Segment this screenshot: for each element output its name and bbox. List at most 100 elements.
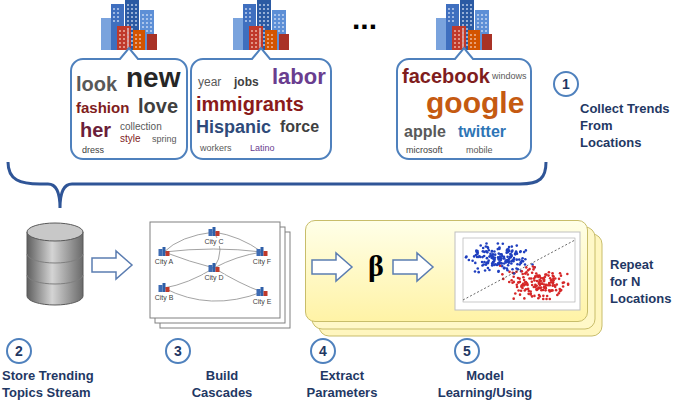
curly-brace bbox=[8, 162, 546, 208]
word-cloud-word: style bbox=[120, 134, 141, 144]
text-slot: workers bbox=[200, 144, 232, 153]
speech-bubble: newlook fashion love her collection style spri… bbox=[70, 58, 188, 160]
word-cloud-word: workers bbox=[200, 144, 232, 153]
text-slot: look bbox=[76, 74, 117, 94]
city-icon bbox=[436, 0, 492, 50]
label-slot: City A bbox=[154, 258, 174, 266]
text-slot: jobs bbox=[234, 76, 259, 88]
step-number: 4 bbox=[319, 344, 327, 358]
text-slot: apple bbox=[404, 124, 446, 140]
city-label: City A bbox=[154, 258, 174, 266]
text-slot: microsoft bbox=[406, 146, 443, 155]
step-number-circle: 5 bbox=[454, 338, 480, 364]
step-number-circle: 4 bbox=[310, 338, 336, 364]
word-cloud-word: dress bbox=[82, 146, 104, 155]
text-slot: β bbox=[368, 251, 384, 281]
text-slot: dress bbox=[82, 146, 104, 155]
cascade-graph bbox=[150, 222, 290, 328]
city-icon bbox=[233, 0, 289, 50]
step-number-circle: 2 bbox=[6, 338, 32, 364]
text-slot: 5 bbox=[456, 340, 478, 362]
word-cloud-word: mobile bbox=[466, 146, 493, 155]
text-slot: facebook bbox=[402, 66, 490, 86]
label-slot: Store Trending Topics Stream bbox=[2, 367, 120, 401]
bubble-border bbox=[71, 48, 187, 159]
word-cloud-word: google bbox=[426, 88, 524, 118]
model-panel: β bbox=[305, 220, 588, 322]
label-slot: City C bbox=[203, 238, 224, 246]
step-caption: Store Trending Topics Stream bbox=[2, 367, 120, 401]
text-slot: 2 bbox=[8, 340, 30, 362]
word-cloud-word: look bbox=[76, 74, 117, 94]
text-slot: google bbox=[426, 88, 524, 118]
word-cloud-word: apple bbox=[404, 124, 446, 140]
text-slot: her bbox=[80, 120, 111, 140]
word-cloud-word: collection bbox=[120, 122, 162, 132]
word-cloud-word: jobs bbox=[234, 76, 259, 88]
parameter-symbol: β bbox=[368, 251, 384, 281]
step-caption: Collect Trends From Locations bbox=[580, 100, 674, 151]
label-slot: City E bbox=[252, 298, 273, 306]
text-slot: twitter bbox=[458, 124, 506, 140]
label-slot: Collect Trends From Locations bbox=[580, 100, 674, 151]
text-slot: 1 bbox=[555, 73, 577, 95]
city-label: City E bbox=[252, 298, 273, 306]
word-cloud-word: labor bbox=[272, 66, 326, 88]
text-slot: spring bbox=[152, 135, 177, 144]
step-caption: Extract Parameters bbox=[300, 367, 384, 401]
step-number: 5 bbox=[463, 344, 471, 358]
speech-bubble: labor year jobs immigrantsHispanic force work… bbox=[190, 58, 332, 160]
text-slot: love bbox=[138, 96, 178, 116]
text-slot: year bbox=[198, 76, 221, 88]
city-label: City F bbox=[252, 258, 272, 266]
city-label: City C bbox=[203, 238, 224, 246]
city-label: City D bbox=[203, 274, 224, 282]
text-slot: windows bbox=[492, 72, 527, 81]
step-number: 1 bbox=[562, 77, 570, 91]
city-icon bbox=[101, 0, 157, 50]
city-label: City B bbox=[154, 294, 175, 302]
word-cloud-word: fashion bbox=[76, 100, 129, 115]
step-caption: Build Cascades bbox=[182, 367, 262, 401]
bubble-border bbox=[191, 48, 331, 159]
label-slot: ... bbox=[352, 4, 377, 34]
word-cloud-word: year bbox=[198, 76, 221, 88]
label-slot: Repeat for N Locations bbox=[610, 256, 673, 307]
text-slot: labor bbox=[272, 66, 326, 88]
word-cloud-word: new bbox=[126, 64, 180, 92]
word-cloud-word: her bbox=[80, 120, 111, 140]
text-slot: style bbox=[120, 134, 141, 144]
speech-bubble: facebookwindows google apple twitter microso… bbox=[396, 58, 532, 160]
word-cloud-word: force bbox=[280, 119, 319, 135]
label-slot: City B bbox=[154, 294, 175, 302]
step-number-circle: 1 bbox=[553, 71, 579, 97]
text-slot: fashion bbox=[76, 100, 129, 115]
text-slot: 3 bbox=[167, 340, 189, 362]
word-cloud-word: love bbox=[138, 96, 178, 116]
step-number-circle: 3 bbox=[165, 338, 191, 364]
text-slot: force bbox=[280, 119, 319, 135]
ellipsis: ... bbox=[352, 4, 377, 34]
word-cloud-word: facebook bbox=[402, 66, 490, 86]
word-cloud-word: Hispanic bbox=[196, 118, 271, 136]
block-arrow bbox=[92, 251, 433, 281]
text-slot: collection bbox=[120, 122, 162, 132]
text-slot: Hispanic bbox=[196, 118, 271, 136]
text-slot: immigrants bbox=[196, 94, 304, 114]
label-slot: City F bbox=[252, 258, 272, 266]
word-cloud-word: immigrants bbox=[196, 94, 304, 114]
label-slot: Model Learning/Using bbox=[430, 367, 540, 401]
label-slot: Build Cascades bbox=[182, 367, 262, 401]
bubble-border bbox=[397, 48, 531, 159]
text-slot: mobile bbox=[466, 146, 493, 155]
word-cloud-word: twitter bbox=[458, 124, 506, 140]
word-cloud-word: spring bbox=[152, 135, 177, 144]
label-slot: City D bbox=[203, 274, 224, 282]
database-cylinder bbox=[27, 223, 83, 305]
text-slot: Latino bbox=[250, 144, 275, 153]
step-caption: Model Learning/Using bbox=[430, 367, 540, 401]
text-slot: 4 bbox=[312, 340, 334, 362]
step-number: 3 bbox=[174, 344, 182, 358]
